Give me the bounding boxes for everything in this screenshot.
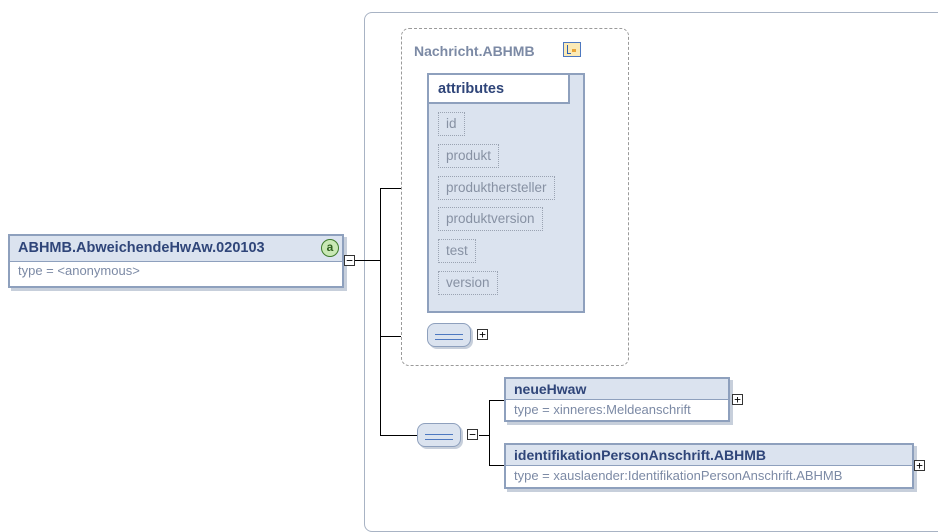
root-element[interactable]: ABHMB.AbweichendeHwAw.020103 a type = <a… bbox=[8, 234, 344, 288]
connector-to-child-1 bbox=[489, 400, 504, 401]
child-element-neuehwaw[interactable]: neueHwaw type = xinneres:Meldeanschrift bbox=[504, 377, 730, 422]
attributes-title: attributes bbox=[438, 81, 505, 97]
child-element-header: identifikationPersonAnschrift.ABHMB bbox=[506, 445, 912, 466]
connector-children-trunk bbox=[489, 400, 490, 465]
collapse-toggle-root[interactable]: − bbox=[344, 255, 355, 266]
attributes-panel: attributes id produkt produkthersteller … bbox=[427, 73, 585, 313]
child-element-type: type = xinneres:Meldeanschrift bbox=[514, 402, 691, 417]
group-name: Nachricht.ABHMB bbox=[414, 43, 535, 59]
expand-toggle-neuehwaw[interactable]: + bbox=[732, 394, 743, 405]
sequence-compositor[interactable] bbox=[417, 423, 461, 447]
attribute-item[interactable]: produkthersteller bbox=[438, 176, 555, 200]
sequence-icon bbox=[425, 434, 453, 440]
connector-to-sequence bbox=[380, 435, 417, 436]
child-element-identifikation[interactable]: identifikationPersonAnschrift.ABHMB type… bbox=[504, 443, 914, 489]
child-element-name: identifikationPersonAnschrift.ABHMB bbox=[514, 447, 767, 463]
attribute-item[interactable]: test bbox=[438, 239, 476, 263]
attribute-item[interactable]: version bbox=[438, 271, 498, 295]
child-element-header: neueHwaw bbox=[506, 379, 728, 400]
attribute-item[interactable]: produktversion bbox=[438, 207, 543, 231]
connector-to-child-2 bbox=[489, 465, 504, 466]
connector-seq-out bbox=[479, 435, 489, 436]
attribute-badge-icon: a bbox=[321, 239, 339, 257]
complex-type-icon bbox=[563, 42, 581, 57]
root-element-name: ABHMB.AbweichendeHwAw.020103 bbox=[18, 240, 265, 256]
expand-toggle-inner-sequence[interactable]: + bbox=[477, 329, 488, 340]
child-element-type: type = xauslaender:IdentifikationPersonA… bbox=[514, 468, 843, 483]
attributes-tab[interactable]: attributes bbox=[427, 73, 570, 104]
collapse-toggle-sequence[interactable]: − bbox=[467, 429, 478, 440]
attribute-item[interactable]: produkt bbox=[438, 144, 500, 168]
root-element-type: type = <anonymous> bbox=[18, 263, 140, 278]
child-element-name: neueHwaw bbox=[514, 381, 587, 397]
connector-trunk bbox=[380, 188, 381, 435]
sequence-compositor-inner[interactable] bbox=[427, 323, 471, 347]
root-element-header: ABHMB.AbweichendeHwAw.020103 a bbox=[10, 236, 342, 262]
sequence-icon bbox=[435, 334, 463, 340]
expand-toggle-identifikation[interactable]: + bbox=[914, 460, 925, 471]
connector-root-to-branch bbox=[355, 260, 380, 261]
schema-diagram: ABHMB.AbweichendeHwAw.020103 a type = <a… bbox=[8, 12, 938, 532]
attribute-item[interactable]: id bbox=[438, 112, 465, 136]
